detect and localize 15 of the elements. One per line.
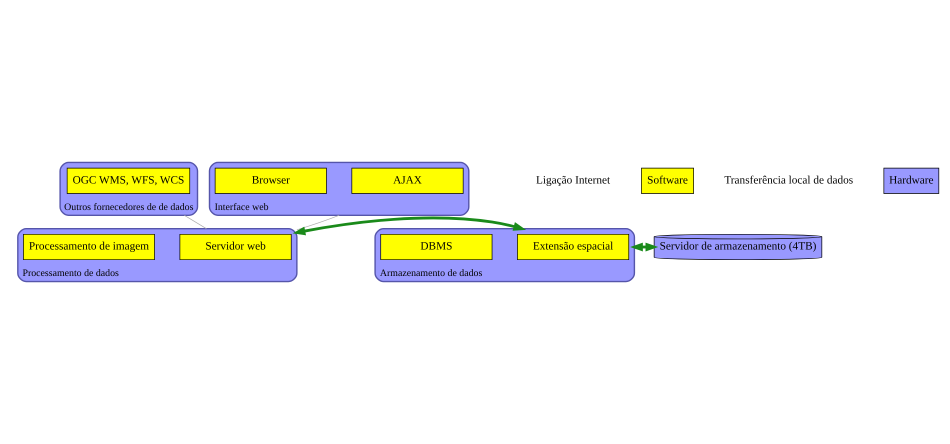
connector: [296, 214, 339, 230]
node-box: AJAX: [350, 168, 464, 194]
node-box: DBMS: [380, 234, 492, 260]
node-box: Processamento de imagem: [22, 234, 154, 260]
legend-label: Hardware: [888, 174, 934, 186]
node-box: Extensão espacial: [516, 234, 629, 260]
node-box: Servidor web: [179, 234, 292, 260]
legend-label: Transferência local de dados: [724, 174, 853, 186]
legend-label: Software: [646, 174, 688, 186]
node-box: OGC WMS, WFS, WCS: [66, 168, 190, 194]
node-box: Browser: [214, 168, 326, 194]
arrow: [630, 242, 658, 252]
legend-label: Ligação Internet: [536, 174, 610, 186]
arrow: [292, 216, 526, 236]
connector: [183, 214, 206, 230]
